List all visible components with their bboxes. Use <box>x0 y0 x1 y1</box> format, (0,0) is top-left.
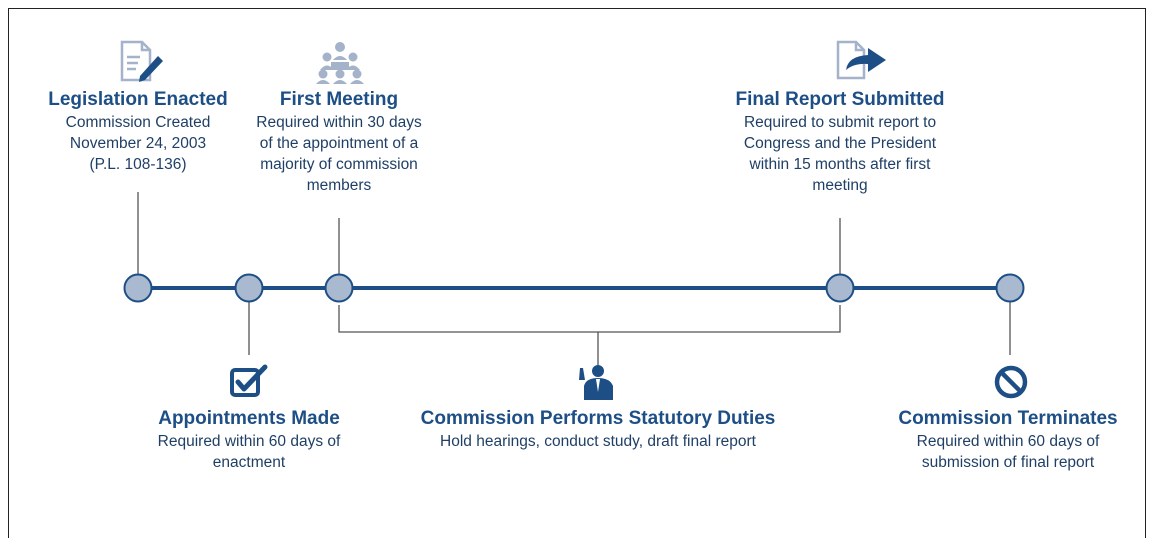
milestone-desc-line: (P.L. 108-136) <box>89 156 187 173</box>
milestone-desc-line: members <box>306 177 372 194</box>
milestone-desc-line: Commission Created <box>65 114 211 131</box>
checkbox-checked-icon <box>230 364 268 397</box>
figure-frame <box>8 8 1146 538</box>
milestone-desc-line: submission of final report <box>921 454 1095 471</box>
milestone-title: First Meeting <box>279 89 399 110</box>
milestone-title: Appointments Made <box>158 408 340 429</box>
milestone-desc-line: Hold hearings, conduct study, draft fina… <box>440 433 756 450</box>
document-forward-arrow-icon <box>836 40 886 80</box>
node-terminates <box>995 273 1025 303</box>
milestone-desc-line: meeting <box>812 177 868 194</box>
duties-bracket <box>338 305 841 333</box>
milestone-desc-line: of the appointment of a <box>259 135 419 152</box>
milestone-duties: Commission Performs Statutory Duties Hol… <box>398 407 798 452</box>
milestone-title: Legislation Enacted <box>48 89 228 110</box>
milestone-title: Commission Terminates <box>898 408 1118 429</box>
milestone-final-report: Final Report Submitted Required to submi… <box>720 88 960 196</box>
milestone-title: Final Report Submitted <box>735 89 945 110</box>
node-final-report <box>825 273 855 303</box>
speaker-podium-icon <box>579 365 613 400</box>
milestone-title: Commission Performs Statutory Duties <box>420 408 776 429</box>
node-appointments <box>234 273 264 303</box>
milestone-desc-line: majority of commission <box>260 156 418 173</box>
milestone-appointments: Appointments Made Required within 60 day… <box>139 407 359 473</box>
milestone-first-meeting: First Meeting Required within 30 days of… <box>239 88 439 196</box>
node-legislation <box>123 273 153 303</box>
milestone-desc-line: within 15 months after first <box>749 156 931 173</box>
meeting-group-icon <box>316 42 364 84</box>
milestone-desc-line: Required within 60 days of <box>157 433 341 450</box>
milestone-terminates: Commission Terminates Required within 60… <box>888 407 1128 473</box>
milestone-desc-line: Required within 60 days of <box>916 433 1100 450</box>
milestone-legislation: Legislation Enacted Commission Created N… <box>38 88 238 175</box>
milestone-desc-line: Required to submit report to <box>743 114 937 131</box>
milestone-desc-line: Required within 30 days <box>256 114 422 131</box>
node-first-meeting <box>324 273 354 303</box>
prohibited-icon <box>994 365 1028 399</box>
milestone-desc-line: November 24, 2003 <box>69 135 207 152</box>
document-pencil-icon <box>120 40 163 82</box>
milestone-desc-line: Congress and the President <box>743 135 937 152</box>
milestone-desc-line: enactment <box>212 454 286 471</box>
